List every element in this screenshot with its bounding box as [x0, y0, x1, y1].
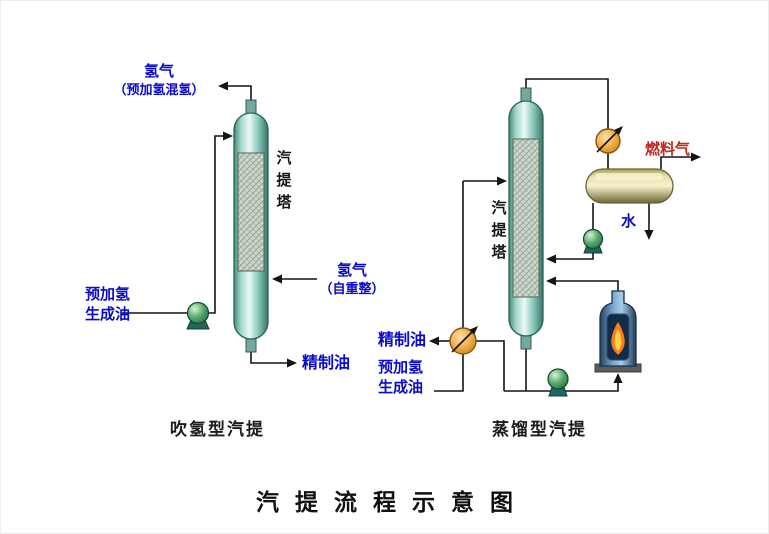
- product-arrow: [429, 336, 439, 346]
- left-hydrogen-inlet-label: 氢气 （自重整）: [307, 261, 397, 297]
- left-feed-pipe: [121, 135, 223, 314]
- pump-body: [186, 301, 210, 325]
- left-overhead-label-line1: 氢气: [143, 63, 174, 80]
- left-overhead-label-line2: （预加氢混氢）: [113, 81, 205, 97]
- exchanger-diagonal: [596, 129, 620, 153]
- right-tower-label: 汽提塔: [489, 200, 507, 266]
- heater-return-arrow: [546, 276, 556, 286]
- column-packing: [512, 138, 540, 298]
- exchanger-arrow: [469, 326, 478, 335]
- left-tower-label: 汽提塔: [274, 150, 292, 216]
- left-caption: 吹氢型汽提: [170, 420, 265, 439]
- right-caption: 蒸馏型汽提: [492, 420, 587, 439]
- left-feed-label-line1: 预加氢: [85, 286, 131, 303]
- feed-preheat-exchanger-icon: [449, 326, 478, 355]
- water-arrow: [644, 230, 654, 240]
- reflux-pump-icon: [582, 228, 604, 254]
- right-feed-label-line1: 预加氢: [378, 359, 424, 376]
- left-overhead-arrow: [218, 81, 228, 91]
- fuel-gas-pipe: [660, 156, 691, 169]
- page-title: 汽提流程示意图: [256, 489, 529, 515]
- left-bottoms-pipe: [250, 350, 287, 364]
- reflux-drum-icon: [585, 168, 674, 204]
- right-feed-label-line2: 生成油: [378, 378, 424, 396]
- reflux-arrow: [546, 254, 556, 264]
- left-hydrogen-inlet-line1: 氢气: [336, 262, 367, 279]
- water-label: 水: [621, 213, 637, 230]
- feed-to-column-arrow: [497, 176, 507, 186]
- heater-inlet-arrow: [613, 373, 623, 383]
- left-bottoms-arrow: [287, 358, 297, 368]
- heater-return-pipe: [556, 280, 619, 291]
- flame-inner: [614, 329, 622, 351]
- right-process: [429, 78, 701, 397]
- left-product-label: 精制油: [302, 355, 351, 372]
- left-process: [121, 81, 317, 368]
- exchanger-hot-inlet-pipe: [476, 340, 505, 391]
- left-feed-label: 预加氢 生成油: [85, 285, 130, 324]
- drum-highlight: [595, 173, 663, 180]
- left-feed-label-line2: 生成油: [85, 305, 131, 323]
- bottoms-to-heater-pipe: [504, 383, 619, 392]
- left-feed-pump-icon: [186, 301, 210, 330]
- fuel-gas-label: 燃料气: [645, 141, 691, 158]
- fuel-gas-arrow: [691, 152, 701, 162]
- right-feed-label: 预加氢 生成油: [378, 358, 423, 397]
- exchanger-diagonal: [451, 329, 475, 353]
- right-overhead-pipe: [525, 78, 609, 129]
- left-overhead-pipe: [228, 85, 252, 100]
- left-overhead-label: 氢气 （预加氢混氢）: [99, 62, 219, 98]
- pump-body: [547, 368, 569, 390]
- exchanger-arrow: [614, 126, 623, 135]
- left-hydrogen-inlet-arrow: [272, 274, 282, 284]
- right-stripping-column-icon: [508, 87, 544, 350]
- left-feed-arrow: [223, 131, 233, 141]
- feed-inlet-pipe: [434, 354, 464, 392]
- left-stripping-column-icon: [233, 99, 269, 353]
- bottoms-pump-icon: [547, 368, 569, 397]
- fired-heater-icon: [594, 290, 642, 373]
- column-packing: [237, 152, 265, 272]
- column-top-nozzle: [520, 87, 532, 103]
- condenser-exchanger-icon: [595, 126, 623, 154]
- left-hydrogen-inlet-line2: （自重整）: [319, 280, 385, 296]
- reflux-pipe: [556, 203, 594, 260]
- pump-body: [582, 228, 604, 250]
- right-product-label: 精制油: [378, 332, 427, 349]
